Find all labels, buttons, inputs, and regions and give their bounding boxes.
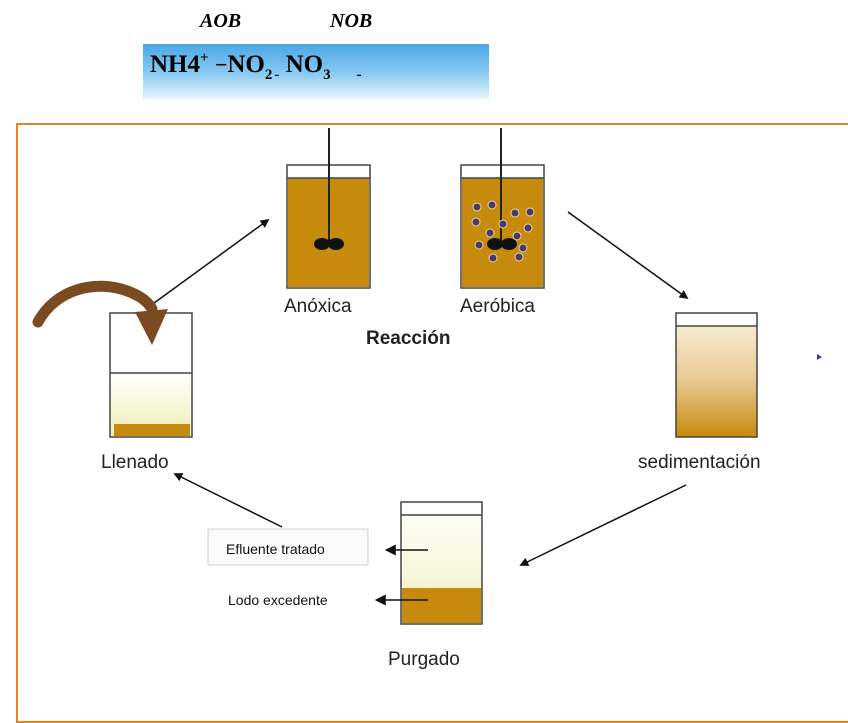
- arrow-settle-to-purge: [519, 484, 687, 566]
- label-anoxica: Anóxica: [284, 296, 352, 317]
- formula-sub3: 3: [323, 67, 331, 83]
- label-sedimentacion: sedimentación: [638, 452, 761, 473]
- stray-marker-icon: [817, 354, 822, 360]
- sedimentation-tank: [675, 312, 758, 438]
- arrow-reaction-to-settle: [567, 211, 689, 300]
- formula-dash2: -: [356, 67, 362, 83]
- nitrification-formula: NH4+ −NO2- NO3-: [150, 50, 362, 84]
- formula-band: [143, 44, 489, 99]
- formula-no2: NO: [285, 51, 324, 78]
- formula-minus: −: [214, 52, 228, 77]
- sbr-cycle-graphic: [32, 128, 822, 625]
- anoxic-tank: [286, 128, 371, 289]
- fill-inflow-arrow: [32, 280, 168, 345]
- label-llenado: Llenado: [101, 452, 169, 473]
- formula-sub2: 2: [264, 67, 273, 83]
- formula-nh4: NH4: [150, 51, 200, 78]
- formula-no: NO: [227, 51, 265, 78]
- label-purgado: Purgado: [388, 649, 460, 670]
- arrow-fill-to-reaction: [149, 218, 270, 307]
- label-efluente-tratado: Efluente tratado: [226, 541, 325, 557]
- aob-label: AOB: [200, 10, 242, 32]
- label-reaccion: Reacción: [366, 328, 451, 349]
- label-lodo-excedente: Lodo excedente: [228, 592, 328, 608]
- arrow-purge-to-fill: [173, 473, 283, 528]
- aerobic-tank: [460, 128, 545, 289]
- nob-label: NOB: [330, 10, 373, 32]
- efluente-box: [207, 528, 369, 566]
- formula-nh4-charge: +: [200, 50, 209, 66]
- label-aerobica: Aeróbica: [460, 296, 535, 317]
- purge-tank: [400, 501, 483, 625]
- formula-dash1: -: [274, 67, 280, 83]
